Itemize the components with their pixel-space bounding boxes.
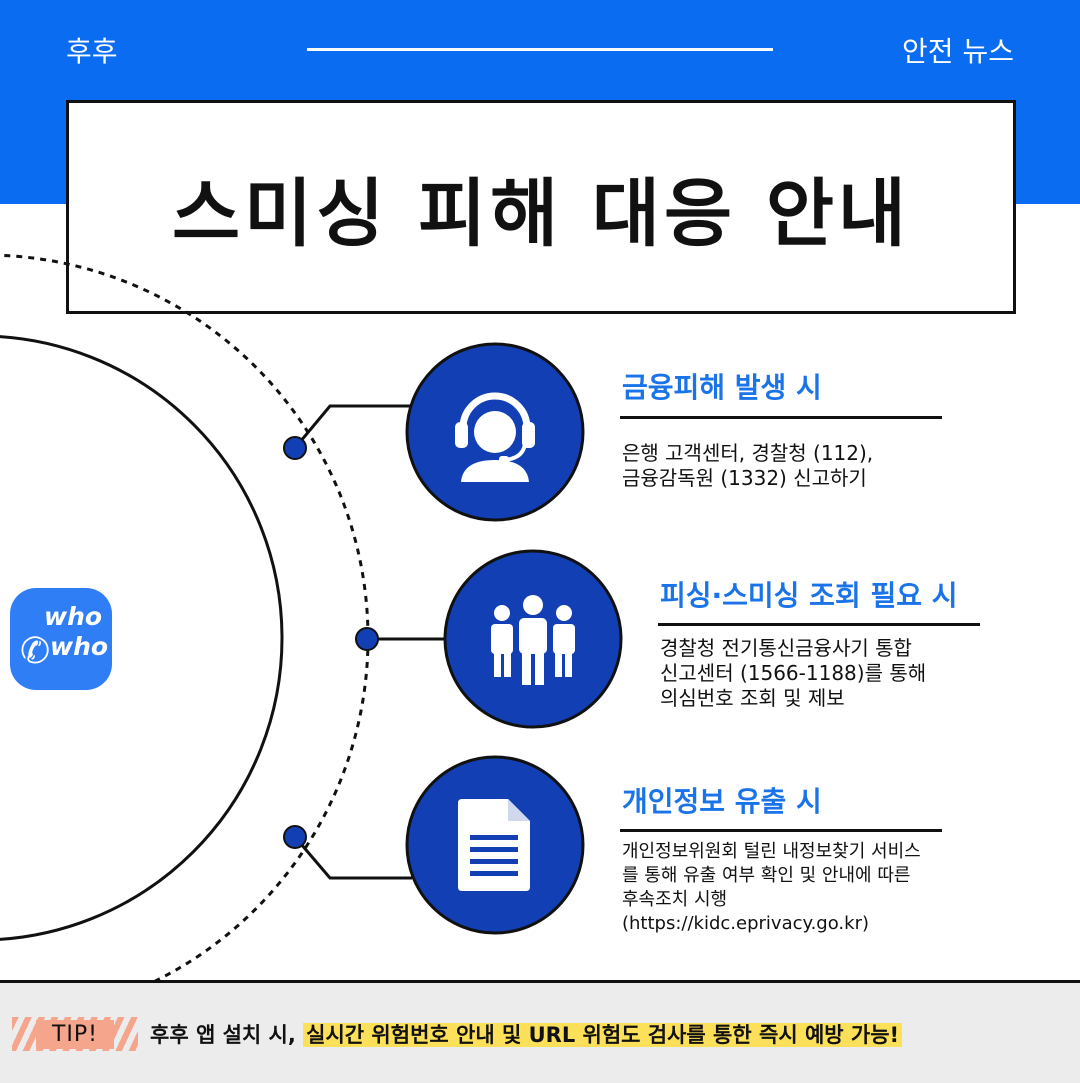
item-line: 를 통해 유출 여부 확인 및 안내에 따른	[622, 865, 911, 886]
item-heading-phishing-lookup: 피싱·스미싱 조회 필요 시	[660, 579, 958, 612]
item-line: 금융감독원 (1332) 신고하기	[622, 466, 867, 490]
tip-badge-label: TIP!	[35, 1019, 114, 1049]
item-body-phishing-lookup: 경찰청 전기통신금융사기 통합 신고센터 (1566-1188)를 통해 의심번…	[660, 636, 926, 711]
item-rule-3	[620, 829, 942, 832]
item-line: 의심번호 조회 및 제보	[660, 686, 845, 710]
item-line: 개인정보위원회 털린 내정보찾기 서비스	[622, 841, 921, 862]
inner-orbit-ring	[0, 335, 284, 941]
connector-dot-3	[283, 825, 307, 849]
item-heading-financial: 금융피해 발생 시	[622, 371, 822, 404]
connector-line-1	[293, 404, 412, 449]
brand-name: 후후	[66, 35, 118, 68]
page-title: 스미싱 피해 대응 안내	[171, 170, 910, 257]
tip-badge: TIP!	[12, 1017, 138, 1051]
item-line: 은행 고객센터, 경찰청 (112),	[622, 441, 874, 465]
people-group-icon	[444, 550, 622, 728]
headset-support-icon	[406, 343, 584, 521]
tip-bar: TIP! 후후 앱 설치 시, 실시간 위험번호 안내 및 URL 위험도 검사…	[0, 980, 1080, 1083]
item-rule-1	[620, 416, 942, 419]
logo-word-top: who	[44, 602, 103, 631]
connector-line-3	[293, 836, 412, 880]
item-body-financial: 은행 고객센터, 경찰청 (112), 금융감독원 (1332) 신고하기	[622, 441, 873, 491]
tip-prefix: 후후 앱 설치 시,	[150, 1023, 296, 1047]
item-line: 후속조치 시행	[622, 889, 728, 910]
item-line: 신고센터 (1566-1188)를 통해	[660, 661, 927, 685]
connector-dot-1	[283, 436, 307, 460]
title-box: 스미싱 피해 대응 안내	[66, 100, 1016, 314]
logo-word-bottom: who	[50, 632, 109, 661]
document-icon	[406, 756, 584, 934]
item-body-data-leak: 개인정보위원회 털린 내정보찾기 서비스 를 통해 유출 여부 확인 및 안내에…	[622, 840, 921, 936]
phone-icon: ✆	[20, 631, 51, 672]
item-line: 경찰청 전기통신금융사기 통합	[660, 636, 912, 660]
whowho-logo: who who ✆	[10, 588, 112, 690]
header-divider	[307, 48, 773, 51]
item-rule-2	[658, 623, 980, 626]
connector-dot-2	[355, 627, 379, 651]
item-heading-data-leak: 개인정보 유출 시	[622, 785, 822, 818]
section-label: 안전 뉴스	[902, 35, 1014, 68]
tip-message: 후후 앱 설치 시, 실시간 위험번호 안내 및 URL 위험도 검사를 통한 …	[150, 1019, 903, 1049]
item-line: (https://kidc.eprivacy.go.kr)	[622, 913, 869, 934]
tip-highlight: 실시간 위험번호 안내 및 URL 위험도 검사를 통한 즉시 예방 가능!	[303, 1023, 903, 1047]
